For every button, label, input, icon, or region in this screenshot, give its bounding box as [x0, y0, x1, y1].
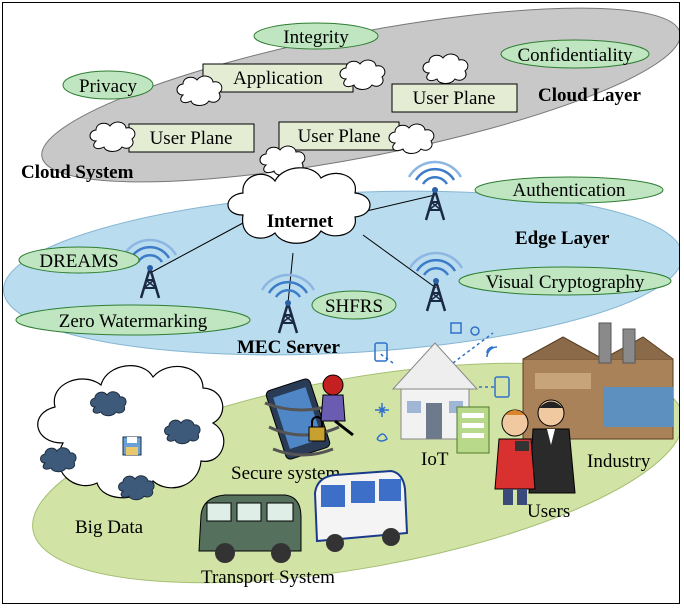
iot-label: IoT	[421, 449, 449, 470]
zero-watermarking-label: Zero Watermarking	[59, 311, 208, 332]
application-box: Application	[202, 63, 354, 93]
mec-server-label: MEC Server	[237, 337, 340, 358]
privacy-label: Privacy	[79, 76, 138, 97]
zero-watermarking-tag: Zero Watermarking	[15, 304, 251, 336]
floppy-disk-icon	[122, 436, 142, 456]
user-plane-box-2: User Plane	[128, 123, 255, 153]
iot-device-icons	[374, 322, 510, 442]
authentication-label: Authentication	[513, 180, 626, 201]
van-icon	[198, 494, 302, 563]
edge-layer-title: Edge Layer	[515, 228, 610, 249]
visual-cryptography-tag: Visual Cryptography	[458, 266, 672, 296]
padlock-icon	[308, 416, 326, 442]
integrity-tag: Integrity	[253, 22, 379, 50]
shfrs-label: SHFRS	[325, 296, 383, 317]
internet-cloud: Internet	[227, 167, 371, 244]
secure-system-label: Secure system	[231, 463, 340, 484]
secure-system-illustration	[264, 374, 354, 460]
shfrs-tag: SHFRS	[311, 290, 397, 320]
industry-label: Industry	[587, 451, 651, 472]
bus-icon	[313, 469, 409, 552]
factory-icon	[522, 322, 674, 440]
network-links	[149, 194, 437, 304]
user-plane-label-1: User Plane	[413, 88, 496, 109]
visual-cryptography-label: Visual Cryptography	[486, 272, 645, 293]
user-icon	[494, 409, 536, 505]
user-plane-label-3: User Plane	[298, 126, 381, 147]
control-panel-icon	[456, 406, 490, 454]
confidentiality-tag: Confidentiality	[500, 39, 650, 69]
architecture-diagram: Application User Plane User Plane User P…	[3, 7, 679, 588]
cloud-layer-title: Cloud Layer	[538, 85, 641, 106]
dreams-tag: DREAMS	[18, 246, 140, 274]
internet-label: Internet	[267, 211, 334, 232]
dreams-label: DREAMS	[39, 251, 118, 272]
big-data-cloud	[37, 365, 225, 501]
authentication-tag: Authentication	[474, 176, 664, 204]
confidentiality-label: Confidentiality	[517, 45, 633, 66]
application-label: Application	[233, 68, 323, 89]
user-plane-box-1: User Plane	[391, 83, 518, 113]
cloud-system-label: Cloud System	[21, 162, 134, 183]
hacker-icon	[320, 374, 354, 437]
transport-system-label: Transport System	[201, 567, 335, 588]
users-label: Users	[527, 501, 570, 522]
user-plane-box-3: User Plane	[278, 121, 400, 151]
privacy-tag: Privacy	[62, 70, 154, 100]
big-data-label: Big Data	[75, 517, 144, 538]
integrity-label: Integrity	[283, 27, 349, 48]
user-plane-label-2: User Plane	[150, 128, 233, 149]
